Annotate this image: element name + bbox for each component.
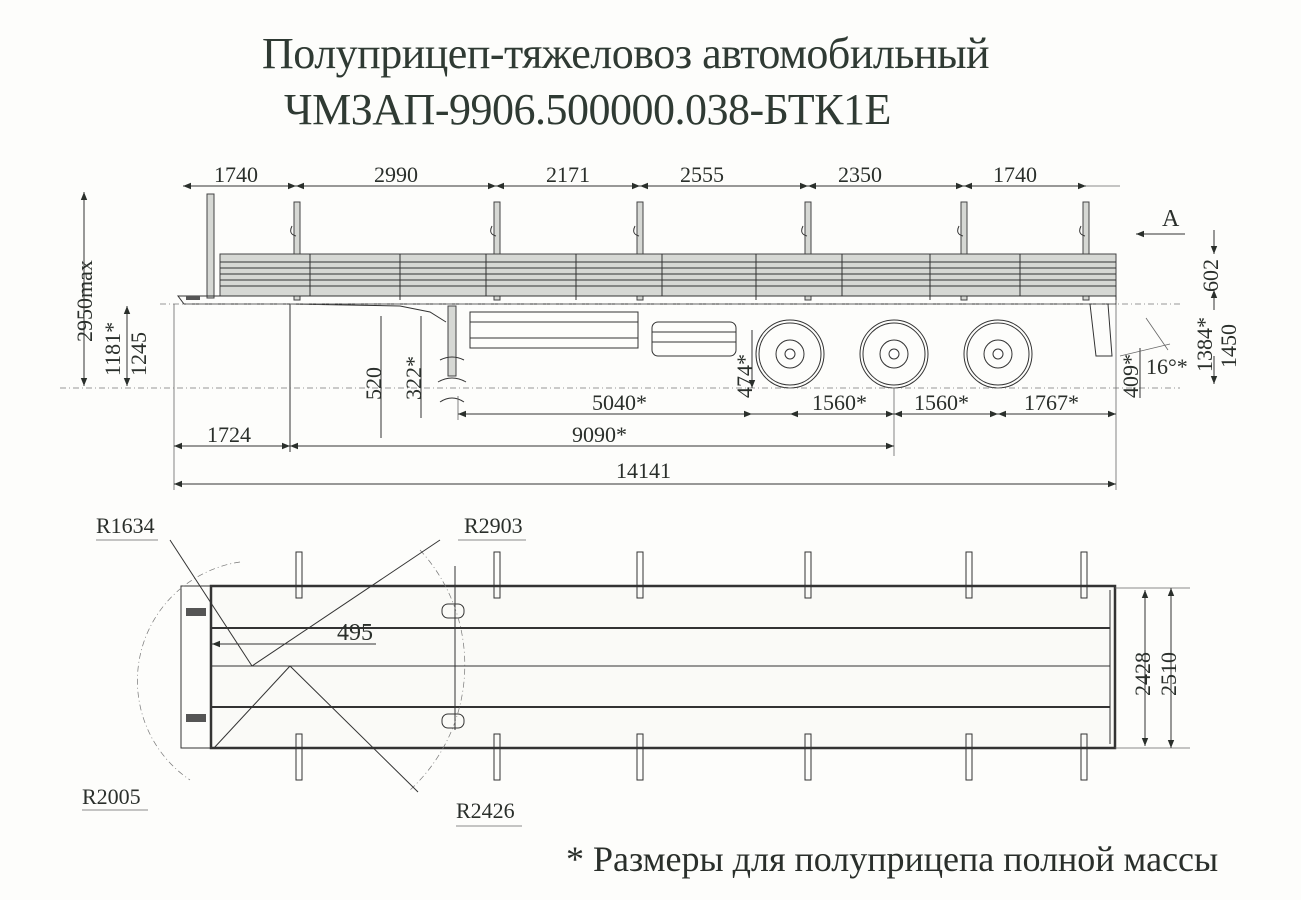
dim-kingpin-to-axle: 9090* (572, 422, 627, 447)
front-radius-arc (137, 561, 241, 781)
stake-pockets (295, 551, 1088, 781)
landing-gear (437, 305, 467, 403)
wheels (755, 319, 1033, 389)
dim-support-520: 520 (361, 367, 386, 400)
radius-front: R1634 (96, 513, 155, 538)
dim-axle-spacing-1: 1560* (812, 390, 867, 415)
dim-axle-spacing-2: 1560* (914, 390, 969, 415)
rear-bumper (1089, 303, 1113, 357)
dim-rear-overhang: 1767* (1024, 390, 1079, 415)
dim-support-322: 322* (401, 356, 426, 400)
radius-rear: R2426 (456, 798, 515, 823)
dim-side-height: 602 (1198, 259, 1223, 292)
footnote: * Размеры для полуприцепа полной массы (566, 839, 1219, 879)
dim-kingpin-offset: 1724 (207, 422, 251, 447)
dim-stake-1: 1740 (214, 162, 258, 187)
dim-stake-2: 2990 (374, 162, 418, 187)
drawing-model-number: ЧМЗАП-9906.500000.038-БТК1Е (284, 85, 891, 134)
dim-departure-angle: 16°* (1146, 354, 1188, 379)
dim-stake-5: 2350 (838, 162, 882, 187)
dim-max-height: 2950max (72, 260, 97, 342)
dim-rear-height: 1450 (1216, 324, 1241, 368)
spare-wheel-holder (651, 321, 737, 357)
dim-ground-clearance: 474* (732, 354, 757, 398)
dim-overall-width: 2510 (1156, 652, 1181, 696)
frame-rails (469, 311, 639, 349)
dim-rear-clearance: 409* (1118, 354, 1143, 398)
side-board-ribs (220, 254, 1116, 300)
front-post (206, 193, 215, 299)
radius-corner: R2005 (82, 784, 141, 809)
deck-frame (177, 295, 1117, 305)
radius-swing: R2903 (464, 513, 523, 538)
dim-coupling-height-loaded: 1181* (100, 322, 125, 376)
dim-inner-width: 2428 (1130, 652, 1155, 696)
dim-rear-height-loaded: 1384* (1192, 317, 1217, 372)
dim-support-to-axle: 5040* (592, 390, 647, 415)
dim-coupling-height: 1245 (126, 332, 151, 376)
dim-stake-3: 2171 (546, 162, 590, 187)
top-view: 495 R1634 R2903 R2005 R2426 2428 2510 (82, 513, 1190, 827)
side-board (219, 253, 1117, 297)
dim-stake-6: 1740 (993, 162, 1037, 187)
stakes (290, 201, 1090, 301)
gooseneck-underside (289, 303, 447, 323)
view-a-label: A (1162, 206, 1180, 232)
dim-kingpin-offset-top: 495 (337, 620, 373, 646)
drawing-title: Полуприцеп-тяжеловоз автомобильный (262, 29, 990, 78)
dim-stake-4: 2555 (680, 162, 724, 187)
platform-outline (209, 584, 1117, 750)
dim-overall-length: 14141 (616, 458, 671, 483)
side-view: 1740 2990 2171 2555 2350 1740 (60, 162, 1241, 490)
stake-spacing-dimensions: 1740 2990 2171 2555 2350 1740 (183, 162, 1120, 190)
